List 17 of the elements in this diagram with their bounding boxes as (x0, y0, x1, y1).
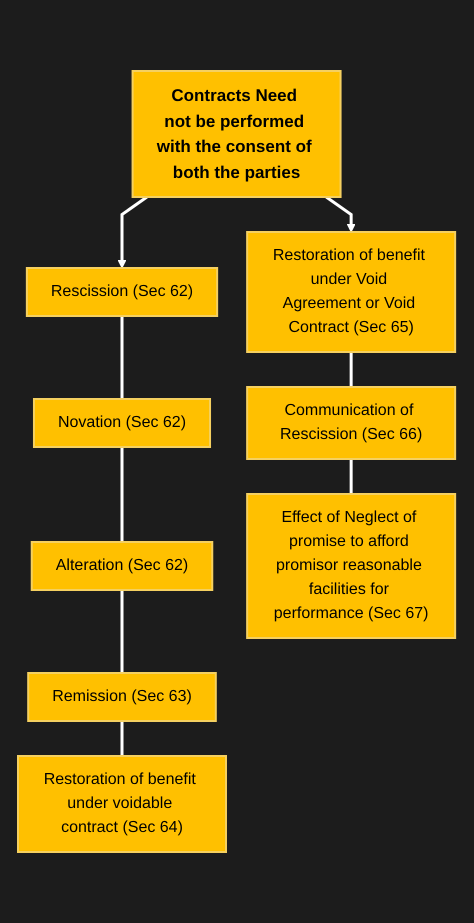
node-box: Restoration of benefit under Void Agreement or Void Contract (Sec 65) (246, 231, 457, 353)
node-box: Communication of Rescission (Sec 66) (246, 386, 457, 460)
node-box: Effect of Neglect of promise to afford promisor reasonable facilities for performance (Sec 67) (246, 493, 457, 639)
node-box: Alteration (Sec 62) (31, 541, 214, 591)
connector (350, 459, 354, 494)
connector (350, 352, 354, 387)
node-box: Restoration of benefit under voidable contract (Sec 64) (17, 755, 228, 853)
node-box: Remission (Sec 63) (28, 672, 218, 722)
node-box: Contracts Need not be performed with the consent of both the parties (132, 70, 342, 198)
connector (120, 721, 124, 756)
connector (120, 590, 124, 673)
arrow (118, 196, 148, 268)
connector (120, 447, 124, 542)
arrow (326, 196, 356, 232)
node-box: Rescission (Sec 62) (26, 267, 219, 317)
node-box: Novation (Sec 62) (33, 398, 212, 448)
connector (120, 316, 124, 399)
